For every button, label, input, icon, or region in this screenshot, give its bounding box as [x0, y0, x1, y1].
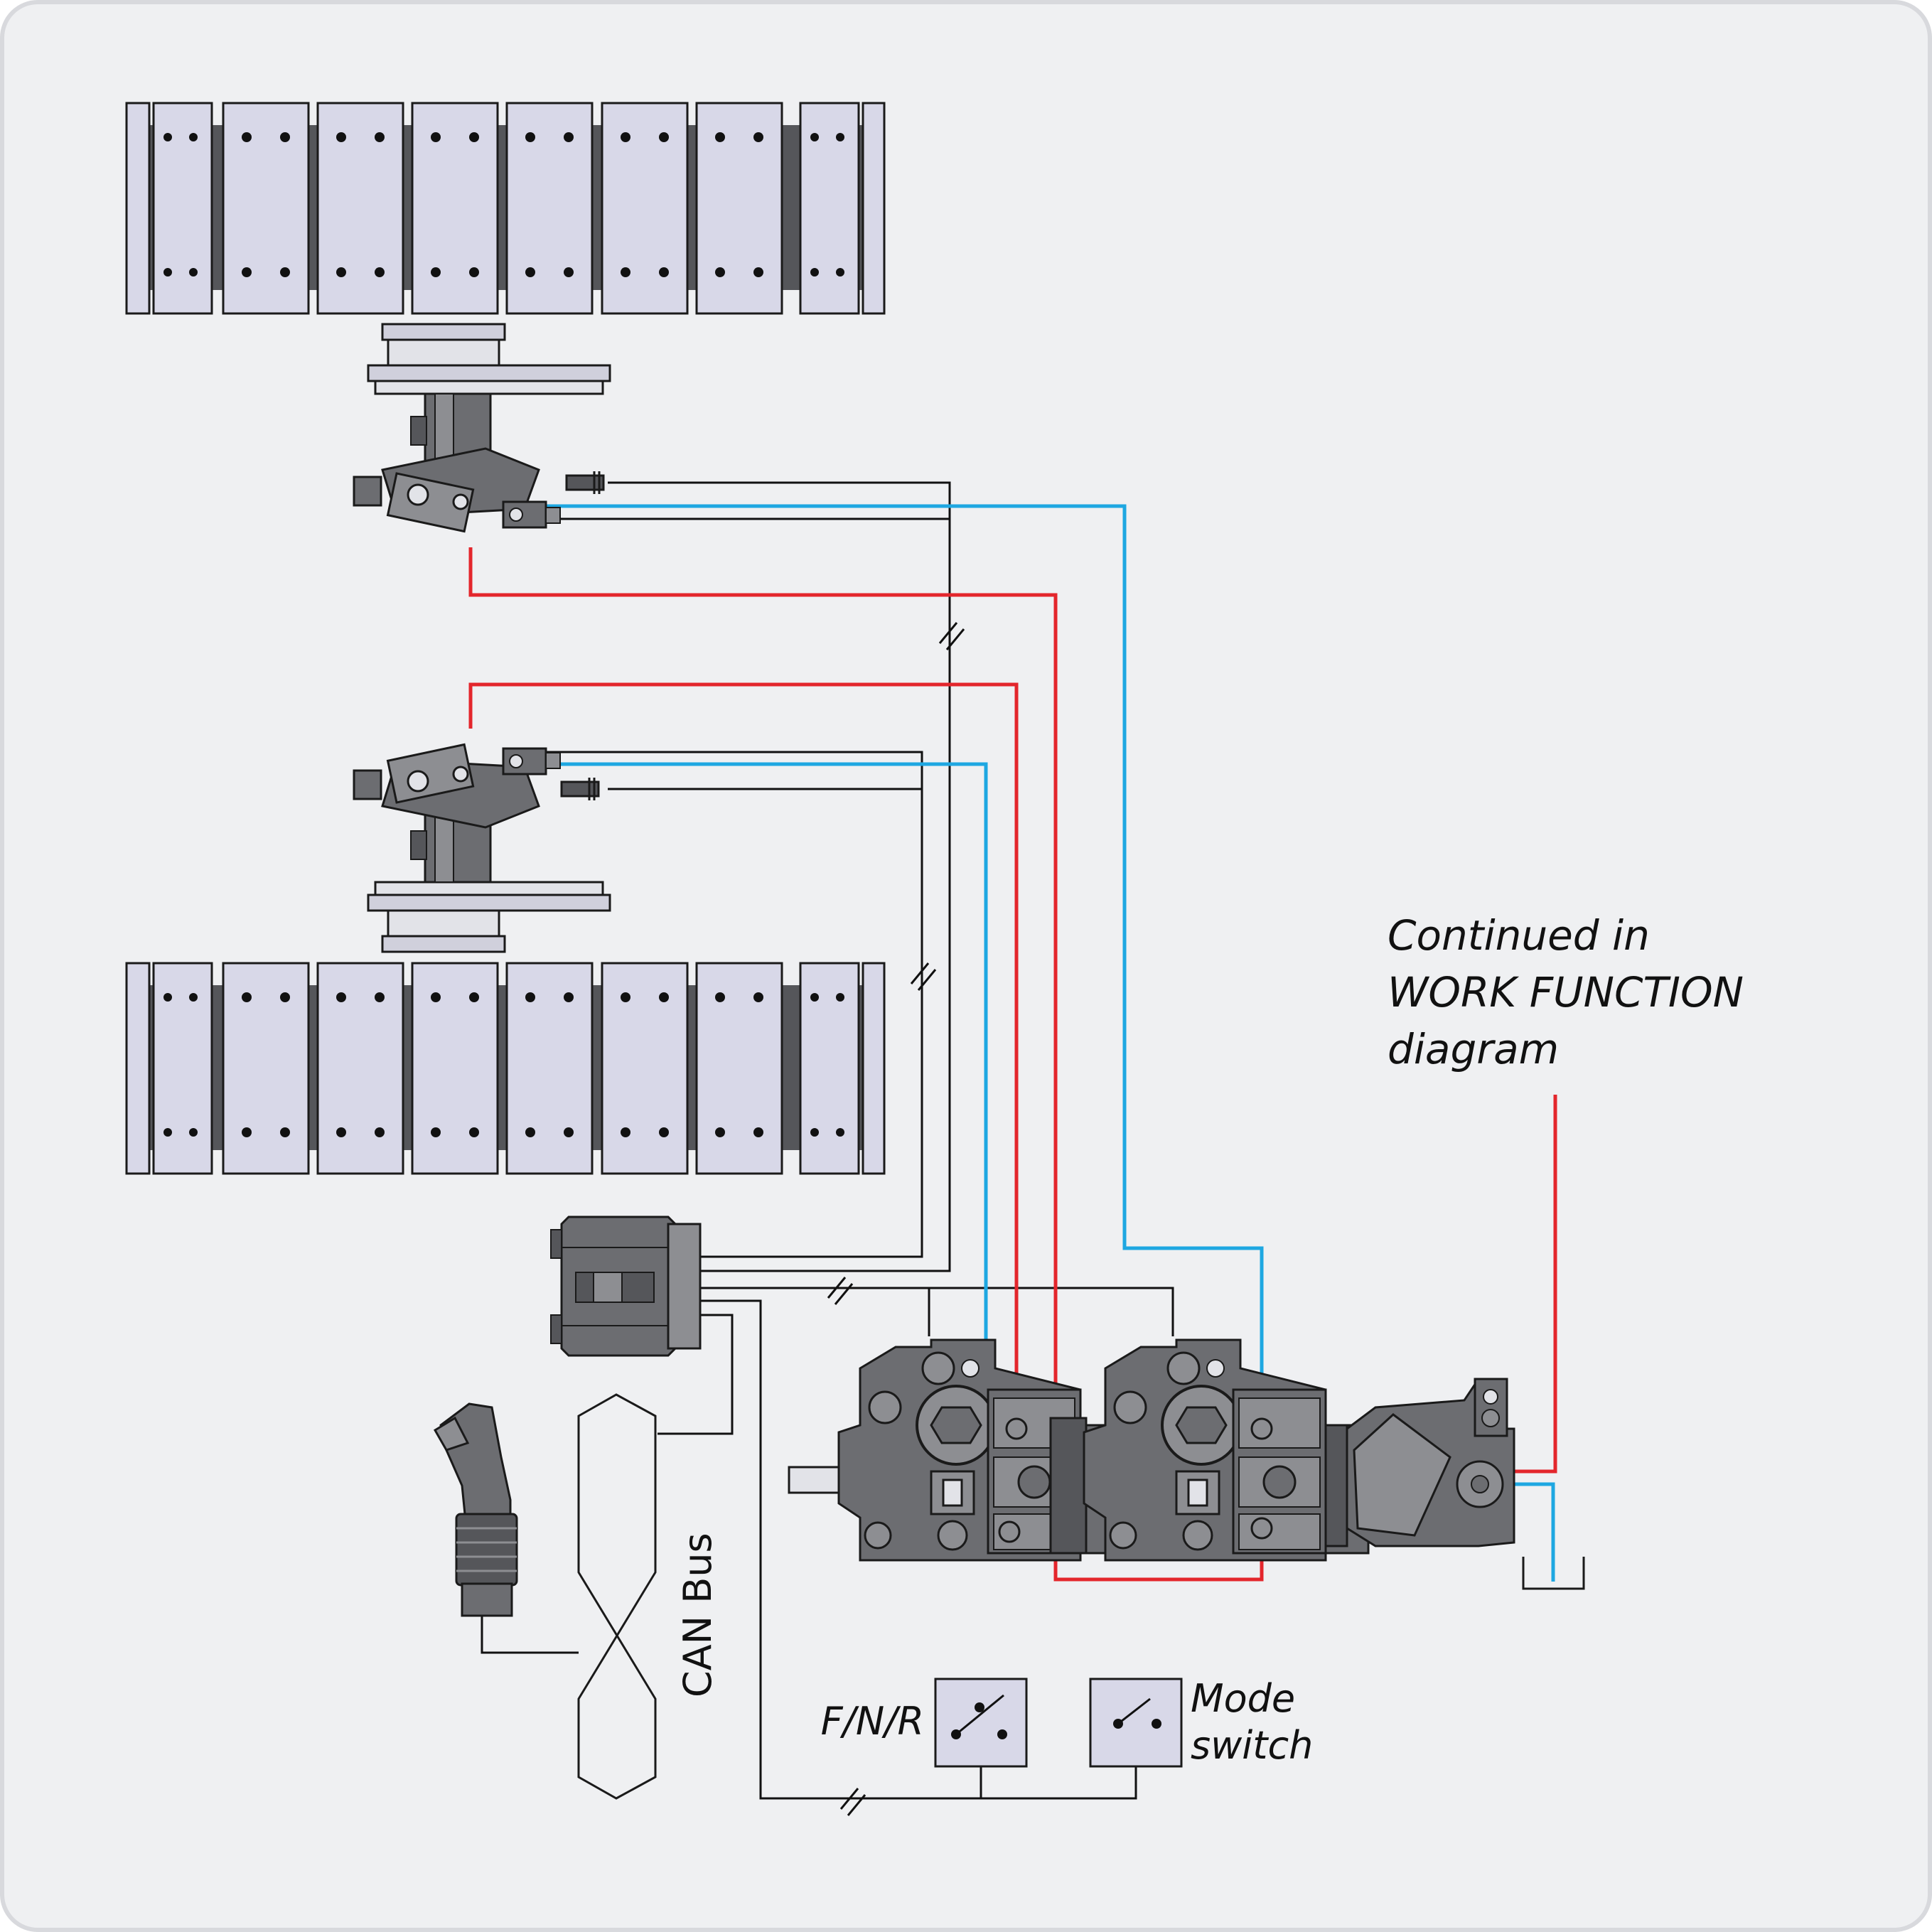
- continued-label-line3: diagram: [1388, 1025, 1559, 1073]
- blue-line-upper: [526, 504, 1264, 1422]
- wire-upper-sensor: [608, 481, 951, 1272]
- mode-switch-label-line2: switch: [1191, 1723, 1313, 1768]
- wire-switch-bus: [700, 1299, 1137, 1800]
- continued-label-line1: Continued in: [1388, 911, 1650, 960]
- mode-switch-label-line1: Mode: [1191, 1676, 1295, 1721]
- wire-lower-motor: [526, 751, 923, 1258]
- lower-speed-sensor-icon: [560, 778, 600, 800]
- red-line-work: [1510, 1095, 1557, 1474]
- break-mark: [938, 622, 965, 650]
- can-bus-label: CAN Bus: [675, 1533, 720, 1697]
- red-line-upper: [468, 547, 1264, 1582]
- upper-track-icon: [125, 102, 886, 315]
- wire-joystick: [481, 1610, 579, 1654]
- pump-assembly: [788, 1338, 1515, 1562]
- break-mark: [827, 1277, 854, 1305]
- lower-track-icon: [125, 962, 886, 1175]
- port-markers: [998, 1417, 1273, 1543]
- break-mark: [910, 962, 937, 991]
- work-pump-icon: [1346, 1378, 1515, 1547]
- upper-speed-sensor-icon: [565, 471, 605, 494]
- can-bus-line-icon: [577, 1393, 657, 1800]
- controller-unit-icon: [550, 1215, 702, 1357]
- fnr-switch-icon: [934, 1678, 1028, 1768]
- red-line-lower: [468, 682, 1019, 1420]
- joystick-icon: [433, 1402, 518, 1617]
- fnr-label: F/N/R: [821, 1699, 924, 1744]
- wire-can-upper: [658, 1314, 734, 1435]
- mode-switch-icon: [1089, 1678, 1183, 1768]
- wiring-lines: [468, 481, 1557, 1816]
- break-mark: [839, 1788, 866, 1816]
- tank-icon: [1522, 1557, 1585, 1590]
- wire-pump-bus: [700, 1287, 1174, 1336]
- continued-label-line2: WORK FUNCTION: [1388, 968, 1744, 1016]
